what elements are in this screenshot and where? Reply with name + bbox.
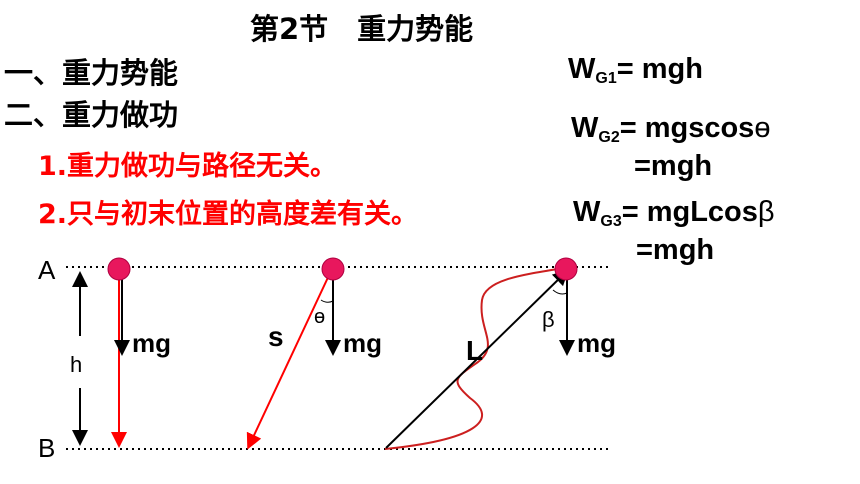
path-l-label: L <box>466 335 483 366</box>
formula-wg2: WG2= mgscosɵ <box>571 112 771 146</box>
curved-path <box>384 267 565 450</box>
mg-label-3: mg <box>577 328 616 358</box>
beta-label: β <box>542 307 555 332</box>
beta-arc <box>552 289 568 295</box>
formula-wg2-result: =mgh <box>634 150 713 182</box>
level-b-label: B <box>38 433 55 463</box>
ball-1 <box>107 257 131 281</box>
conclusion-path-independent: 1.重力做功与路径无关。 <box>38 151 338 182</box>
formula-wg3-result: =mgh <box>636 234 715 266</box>
path-s-label: s <box>268 321 284 352</box>
incline-path-s <box>246 270 332 450</box>
page-title: 第2节 重力势能 <box>250 12 474 46</box>
height-label: h <box>70 352 82 377</box>
incline-path-l <box>385 269 569 449</box>
formula-wg1: WG1= mgh <box>568 53 703 87</box>
ball-3 <box>554 257 578 281</box>
conclusion-height-difference: 2.只与初末位置的高度差有关。 <box>38 199 419 230</box>
heading-work-done-by-gravity: 二、重力做功 <box>4 98 179 132</box>
mg-label-1: mg <box>132 328 171 358</box>
formula-wg3: WG3= mgLcosβ <box>573 196 775 230</box>
theta-arc <box>320 299 334 303</box>
heading-gravitational-potential-energy: 一、重力势能 <box>4 56 179 90</box>
theta-label: ɵ <box>314 306 325 328</box>
ball-2 <box>321 257 345 281</box>
level-a-label: A <box>38 255 56 285</box>
mg-label-2: mg <box>343 328 382 358</box>
